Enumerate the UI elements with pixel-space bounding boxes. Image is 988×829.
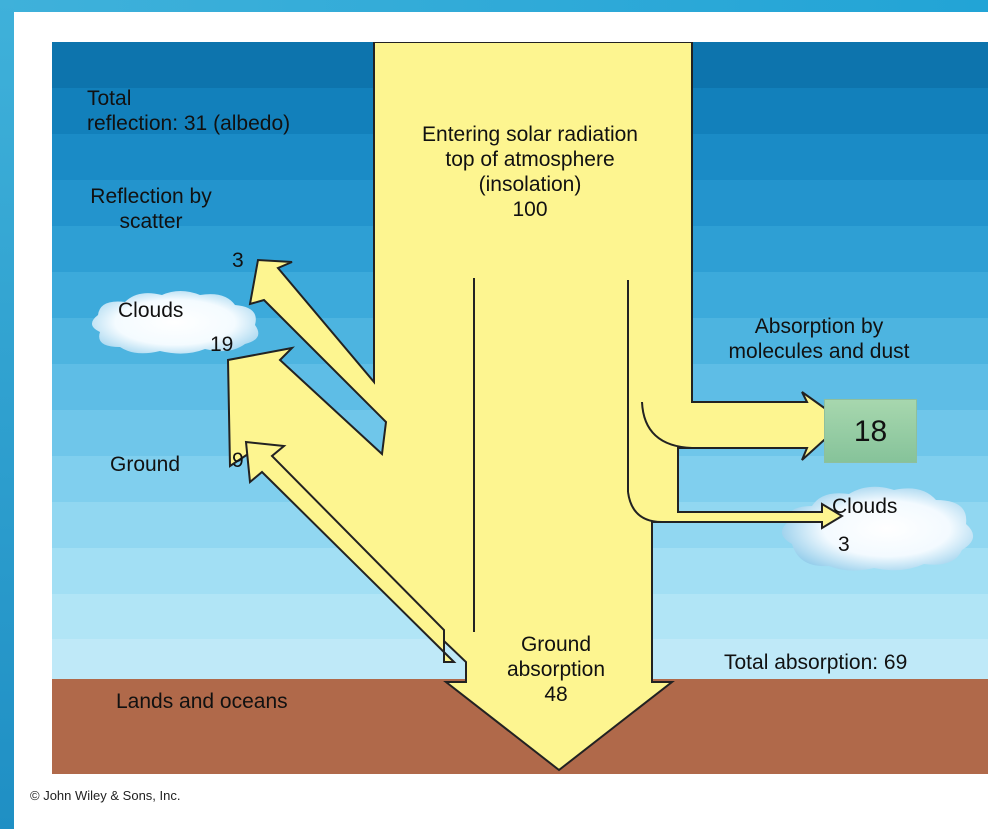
reflection-by-scatter-label: Reflection by scatter [90, 185, 212, 233]
molecules-value-badge: 18 [824, 399, 917, 463]
energy-flow-arrows [226, 42, 846, 772]
copyright-notice: © John Wiley & Sons, Inc. [30, 788, 181, 803]
lands-and-oceans-label: Lands and oceans [116, 690, 288, 713]
top-accent-bar [0, 0, 988, 12]
branch-line [641, 401, 693, 449]
clouds-reflection-value: 19 [210, 333, 234, 356]
total-reflection-label: Total reflection: 31 (albedo) [87, 87, 291, 135]
absorption-molecules-label: Absorption by molecules and dust [728, 315, 910, 363]
clouds-absorption-value: 3 [838, 533, 850, 556]
energy-balance-diagram: Total reflection: 31 (albedo) Entering s… [52, 42, 988, 774]
main-insolation-arrow [226, 42, 846, 772]
clouds-right-label: Clouds [832, 495, 898, 518]
total-absorption-label: Total absorption: 69 [724, 651, 908, 674]
ground-label: Ground [110, 453, 181, 476]
clouds-left-label: Clouds [118, 299, 184, 322]
entering-solar-radiation-label: Entering solar radiation top of atmosphe… [422, 123, 638, 221]
ground-reflection-value: 9 [232, 449, 244, 472]
branch-line [627, 491, 663, 523]
left-accent-bar [0, 0, 14, 829]
ground-reflection-arrow [244, 440, 457, 663]
left-cloud-icon [91, 291, 259, 354]
scatter-value: 3 [232, 249, 244, 272]
ground-absorption-label: Ground absorption 48 [506, 633, 606, 706]
